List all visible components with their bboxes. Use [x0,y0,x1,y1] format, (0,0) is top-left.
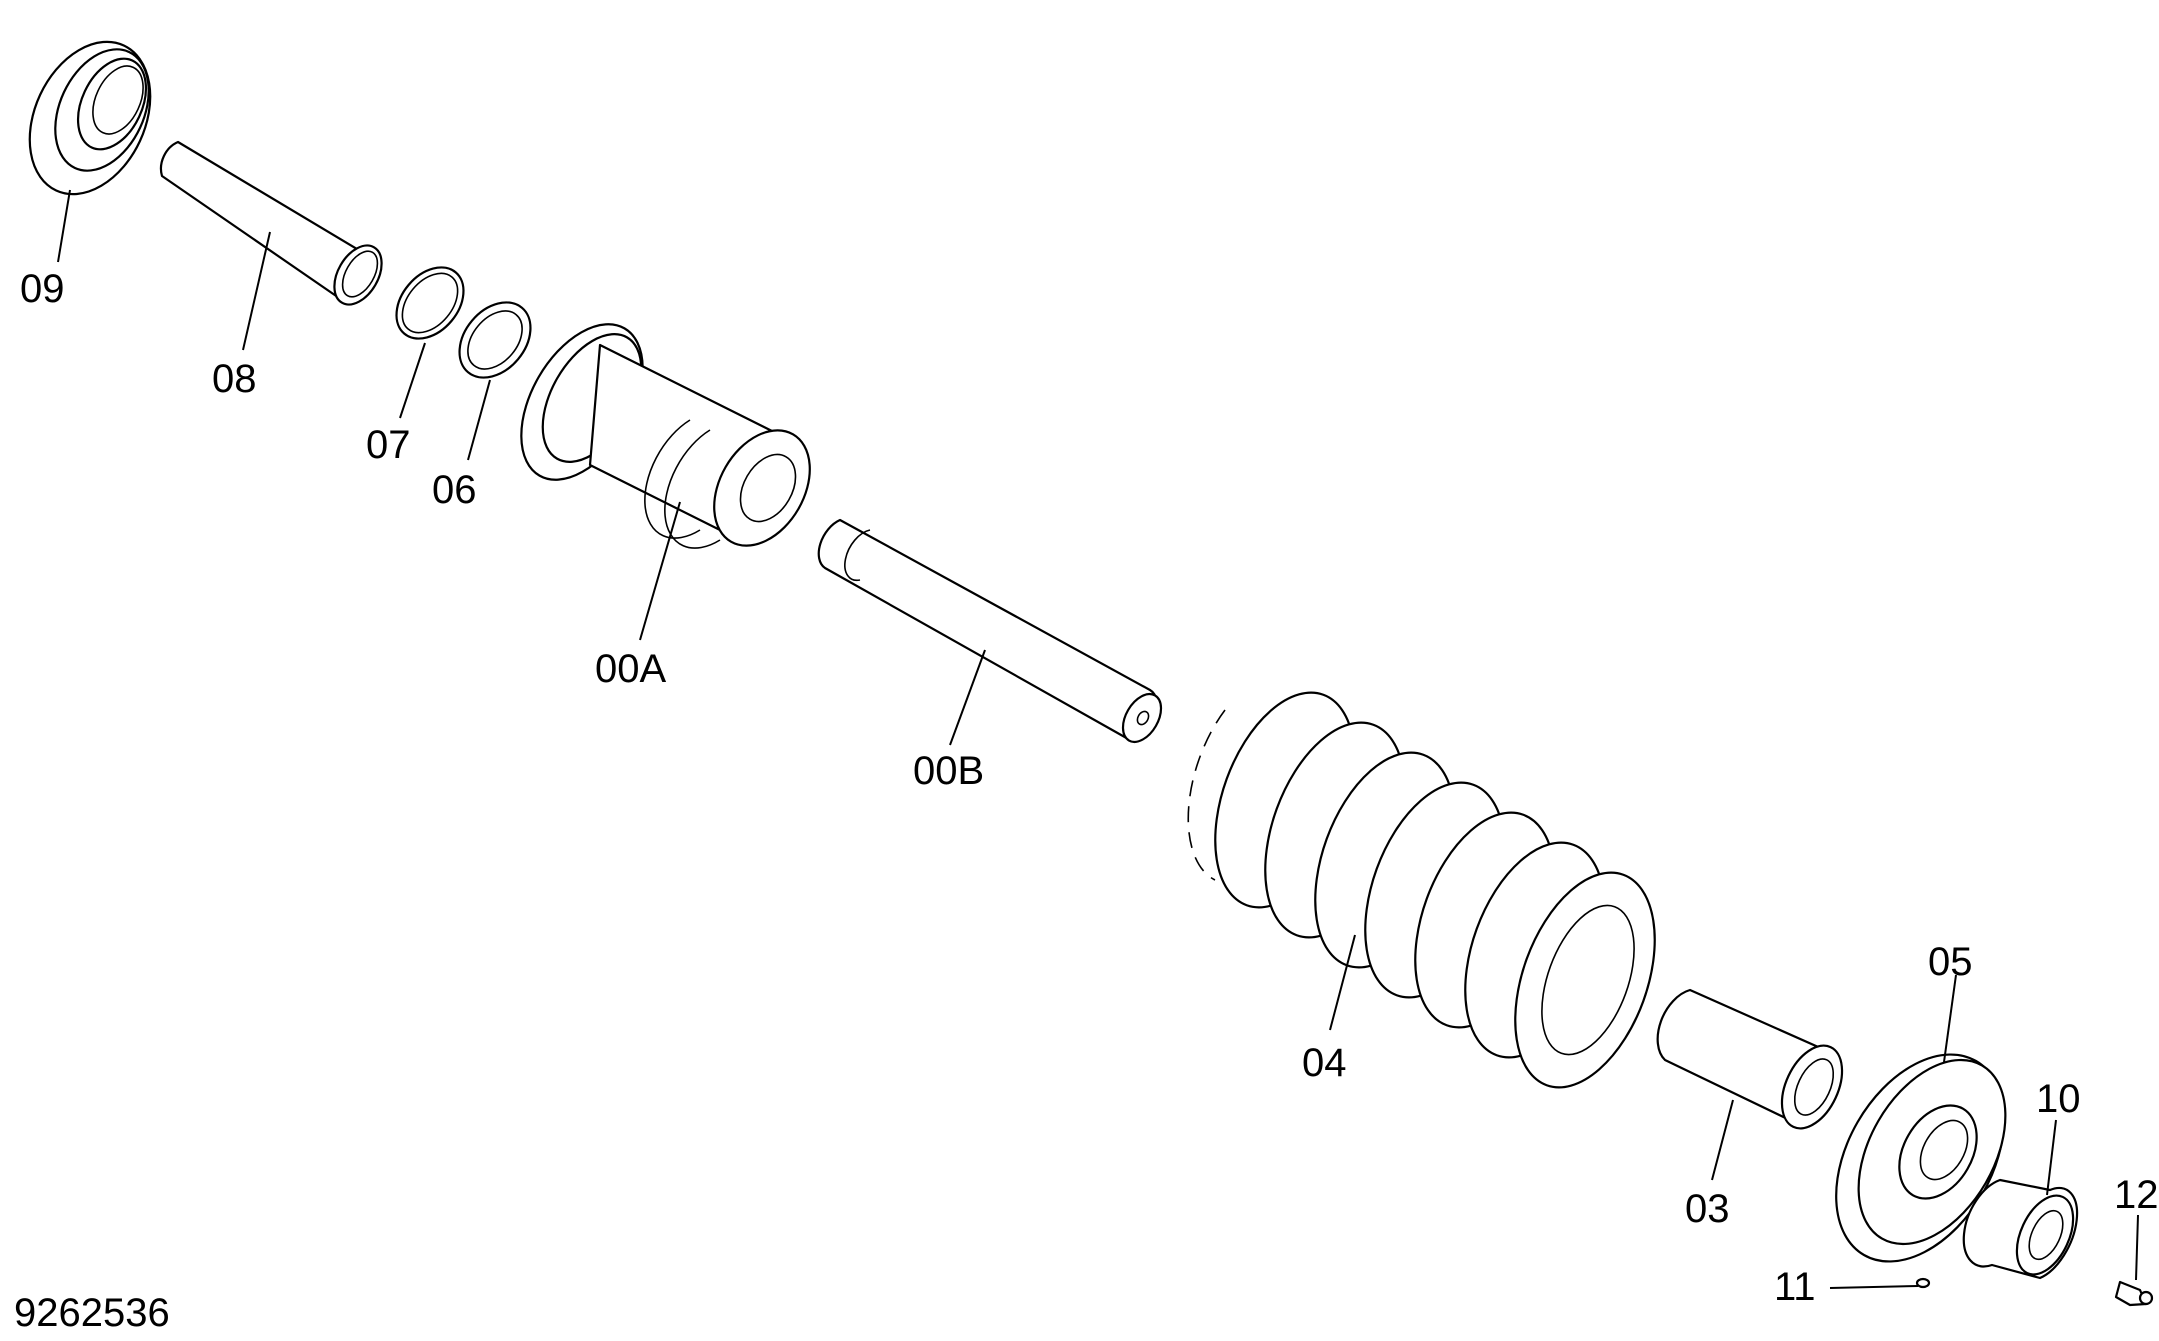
part-12-grease-nipple[interactable] [2114,1280,2154,1307]
drawing-number: 9262536 [14,1291,170,1335]
callout-03: 03 [1685,1187,1730,1231]
callout-08: 08 [212,357,257,401]
leader-lines [57,189,2139,1289]
part-09-seal-cover[interactable] [6,22,173,213]
callout-07: 07 [366,423,411,467]
callout-05: 05 [1928,940,1973,984]
part-07-ring[interactable] [383,254,477,351]
part-05-flange-plate[interactable] [1802,1025,2039,1291]
callout-04: 04 [1302,1041,1347,1085]
part-06-ring[interactable] [445,289,545,392]
callout-00B: 00B [913,749,984,793]
callout-10: 10 [2036,1077,2081,1121]
callout-labels: 09 08 07 06 00A 00B 04 05 03 10 11 12 92… [14,267,2159,1335]
part-03-sleeve[interactable] [1656,988,1855,1138]
callout-12: 12 [2114,1173,2159,1217]
part-00A-flanged-body[interactable] [496,303,829,562]
callout-11: 11 [1774,1265,1816,1309]
part-10-nut[interactable] [1962,1178,2085,1283]
part-00B-rod[interactable] [817,518,1169,749]
callout-00A: 00A [595,647,666,691]
part-11-fitting[interactable] [1915,1277,1931,1289]
callout-09: 09 [20,267,65,311]
part-04-coil-spring[interactable] [1187,674,1681,1107]
callout-06: 06 [432,468,477,512]
part-08-tube[interactable] [159,140,391,313]
